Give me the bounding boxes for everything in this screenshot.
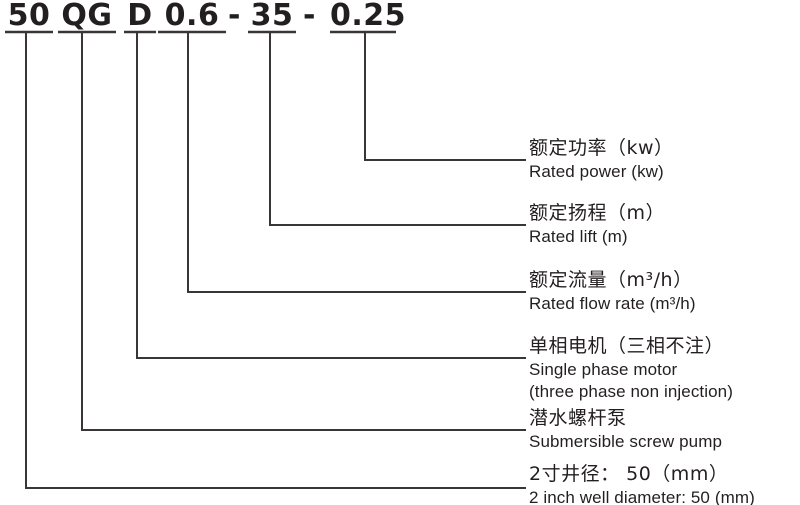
callout-label-cn: 额定流量（m³/h）: [529, 269, 693, 291]
callout-label-en: 2 inch well diameter: 50 (mm): [529, 488, 755, 505]
code-token-0-25: 0.25: [330, 0, 407, 33]
code-token-0-6: 0.6: [164, 0, 220, 33]
code-separator: -: [228, 0, 241, 33]
callout-single-phase-motor: 单相电机（三相不注） Single phase motor (three phase…: [529, 334, 733, 403]
callout-label-en: Rated flow rate (m³/h): [529, 294, 696, 313]
code-token-50: 50: [7, 0, 51, 33]
code-token-35: 35: [250, 0, 294, 33]
leader-line-rated-flow-rate: [187, 32, 526, 293]
code-token-D: D: [127, 0, 153, 33]
callout-label-cn: 2寸井径： 50（mm）: [529, 463, 729, 485]
callout-label-cn: 潜水螺杆泵: [529, 407, 627, 429]
callout-rated-flow-rate: 额定流量（m³/h） Rated flow rate (m³/h): [529, 268, 696, 315]
callout-label-en: Rated power (kw): [529, 162, 664, 181]
callout-label-en: Single phase motor: [529, 360, 678, 379]
callout-label-cn: 额定功率（kw）: [529, 137, 674, 159]
leader-line-submersible-screw-pump: [81, 32, 526, 431]
code-token-QG: QG: [61, 0, 113, 33]
callout-label-en-line2: (three phase non injection): [529, 382, 733, 401]
callout-label-en: Rated lift (m): [529, 227, 628, 246]
callout-label-cn: 单相电机（三相不注）: [529, 335, 725, 357]
callout-submersible-screw-pump: 潜水螺杆泵 Submersible screw pump: [529, 406, 722, 453]
leader-line-well-diameter: [25, 32, 526, 489]
leader-line-rated-lift: [269, 32, 526, 226]
leader-line-rated-power: [364, 32, 526, 161]
callout-rated-power: 额定功率（kw） Rated power (kw): [529, 136, 674, 183]
callout-rated-lift: 额定扬程（m） Rated lift (m): [529, 201, 665, 248]
callout-label-en: Submersible screw pump: [529, 432, 723, 451]
leader-line-single-phase-motor: [136, 32, 526, 359]
callout-label-cn: 额定扬程（m）: [529, 202, 666, 224]
callout-well-diameter: 2寸井径： 50（mm） 2 inch well diameter: 50 (mm…: [529, 462, 755, 505]
code-separator: -: [303, 0, 316, 33]
